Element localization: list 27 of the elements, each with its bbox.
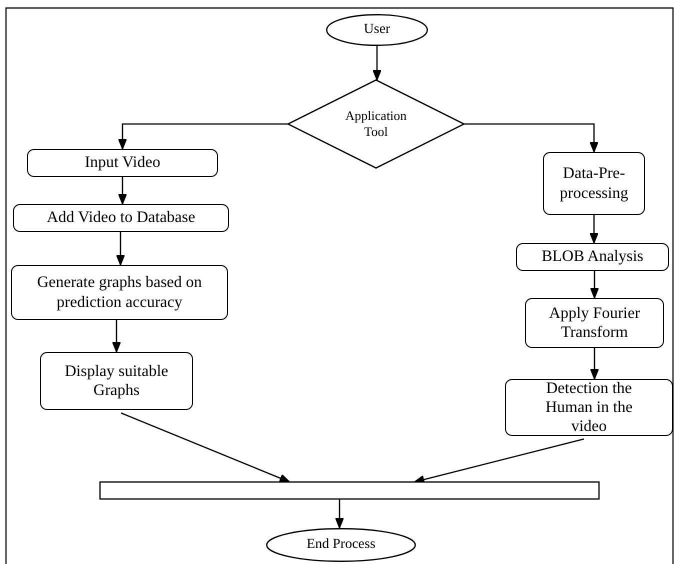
terminal-ellipse xyxy=(266,528,416,562)
terminal-ellipse xyxy=(326,14,428,46)
process-box: Apply Fourier Transform xyxy=(525,298,664,348)
process-box: Generate graphs based on prediction accuracy xyxy=(11,265,228,320)
process-box: Input Video xyxy=(27,149,218,177)
process-box: BLOB Analysis xyxy=(516,243,669,271)
decision-diamond xyxy=(288,80,464,168)
arrow xyxy=(590,215,598,244)
arrow xyxy=(372,46,382,80)
process-box: Add Video to Database xyxy=(13,204,229,232)
arrow xyxy=(590,271,599,298)
process-box: Data-Pre-processing xyxy=(543,152,645,215)
arrow xyxy=(116,232,125,266)
node-label: End Process xyxy=(306,536,376,554)
node-label: Application Tool xyxy=(344,108,408,140)
arrow xyxy=(112,320,121,352)
arrow xyxy=(590,348,599,380)
process-box: Display suitable Graphs xyxy=(40,352,193,410)
arrow xyxy=(118,123,288,150)
arrow xyxy=(118,177,127,204)
arrow xyxy=(335,499,344,528)
process-box: Detection the Human in the video xyxy=(505,379,673,436)
merge-bar xyxy=(100,482,599,499)
node-label: User xyxy=(364,21,390,39)
arrow xyxy=(120,412,290,483)
arrow xyxy=(414,438,584,484)
arrow xyxy=(464,123,598,152)
